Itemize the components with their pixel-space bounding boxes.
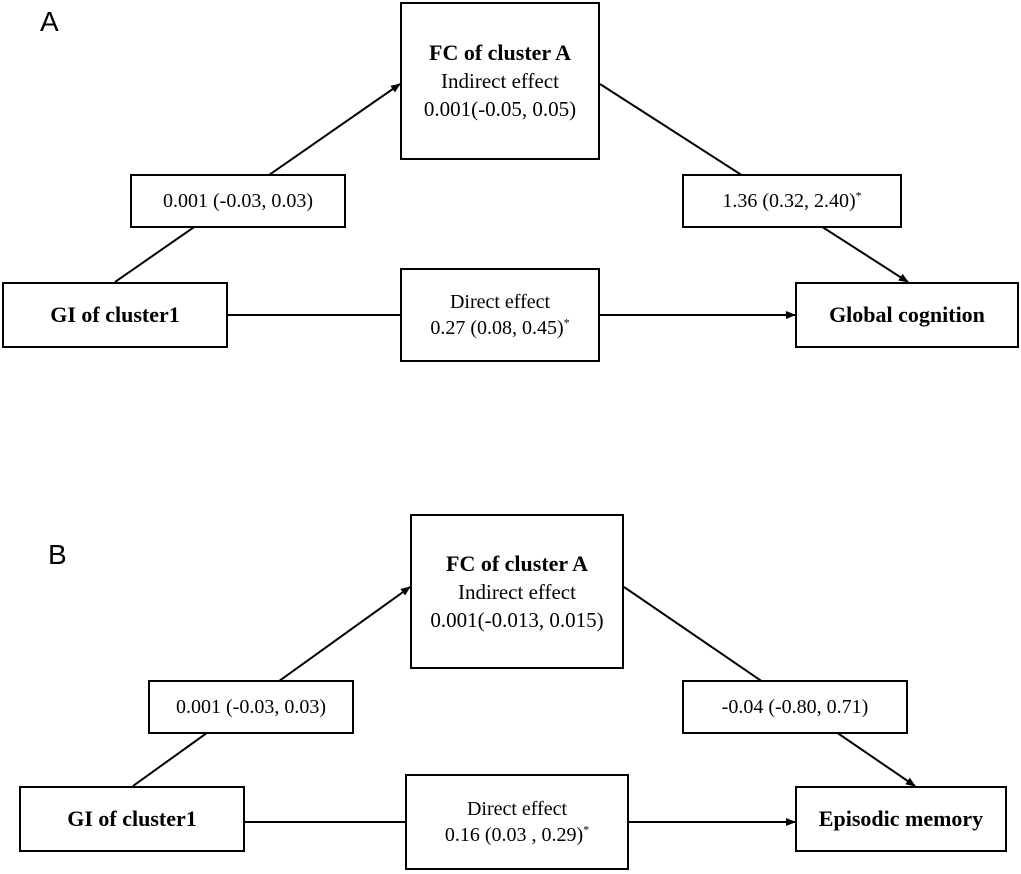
path-a-value: 0.001 (-0.03, 0.03) <box>163 190 313 212</box>
mediator-box: FC of cluster A Indirect effect 0.001(-0… <box>410 514 624 669</box>
predictor-box: GI of cluster1 <box>2 282 228 348</box>
mediator-box: FC of cluster A Indirect effect 0.001(-0… <box>400 2 600 160</box>
path-b-value: 1.36 (0.32, 2.40) <box>722 190 856 212</box>
indirect-effect-value: 0.001(-0.05, 0.05) <box>423 97 577 121</box>
indirect-effect-label: Indirect effect <box>458 579 576 604</box>
panel-b: B FC of cluster A Indirect effect 0.001(… <box>0 437 1021 874</box>
direct-effect-text: 0.16 (0.03 , 0.29)* <box>445 822 589 848</box>
path-a-box: 0.001 (-0.03, 0.03) <box>148 680 354 734</box>
outcome-label: Episodic memory <box>818 806 984 831</box>
path-b-box: -0.04 (-0.80, 0.71) <box>682 680 908 734</box>
significance-mark: * <box>583 822 590 837</box>
predictor-box: GI of cluster1 <box>19 786 245 852</box>
significance-mark: * <box>563 315 570 330</box>
mediator-title: FC of cluster A <box>446 550 588 576</box>
path-b-text: -0.04 (-0.80, 0.71) <box>722 694 869 720</box>
panel-letter: A <box>40 6 59 37</box>
predictor-label: GI of cluster1 <box>67 806 197 831</box>
panel-a: A FC of cluster A Indirect effect 0.001(… <box>2 2 1019 362</box>
direct-effect-box: Direct effect 0.16 (0.03 , 0.29)* <box>405 774 629 870</box>
direct-effect-value: 0.27 (0.08, 0.45) <box>430 317 564 339</box>
direct-effect-value: 0.16 (0.03 , 0.29) <box>444 824 584 846</box>
mediator-title: FC of cluster A <box>429 40 571 65</box>
significance-mark: * <box>855 188 862 203</box>
path-a-value: 0.001 (-0.03, 0.03) <box>176 696 326 718</box>
direct-effect-label: Direct effect <box>449 291 551 313</box>
path-b-box: 1.36 (0.32, 2.40)* <box>682 174 902 228</box>
path-b-text: 1.36 (0.32, 2.40)* <box>722 188 861 214</box>
direct-effect-box: Direct effect 0.27 (0.08, 0.45)* <box>400 268 600 362</box>
outcome-label: Global cognition <box>829 302 985 327</box>
path-a-box: 0.001 (-0.03, 0.03) <box>130 174 346 228</box>
outcome-box: Global cognition <box>795 282 1019 348</box>
predictor-label: GI of cluster1 <box>50 302 180 327</box>
path-b-value: -0.04 (-0.80, 0.71) <box>721 696 869 718</box>
direct-effect-text: 0.27 (0.08, 0.45)* <box>430 315 569 341</box>
indirect-effect-label: Indirect effect <box>441 69 559 93</box>
direct-effect-label: Direct effect <box>466 798 568 820</box>
outcome-box: Episodic memory <box>795 786 1007 852</box>
panel-letter: B <box>48 539 67 570</box>
indirect-effect-value: 0.001(-0.013, 0.015) <box>430 607 604 632</box>
